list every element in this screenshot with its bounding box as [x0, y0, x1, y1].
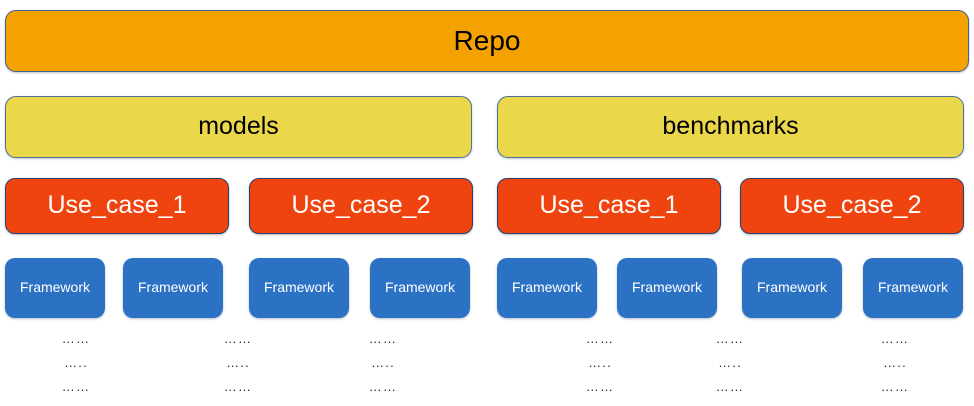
node-framework-4[interactable]: Framework: [370, 258, 470, 318]
ellipsis-line: …..: [371, 355, 395, 370]
ellipsis-line: ……: [368, 331, 398, 346]
ellipsis-cluster-3: …… ….. ……: [347, 332, 419, 404]
node-framework-6[interactable]: Framework: [617, 258, 717, 318]
node-section-benchmarks[interactable]: benchmarks: [497, 96, 964, 158]
ellipsis-line: …..: [588, 355, 612, 370]
ellipsis-line: ……: [61, 379, 91, 394]
ellipsis-line: ……: [880, 379, 910, 394]
node-repo[interactable]: Repo: [5, 10, 969, 72]
ellipsis-cluster-1: …… ….. ……: [40, 332, 112, 404]
node-usecase-benchmarks-2[interactable]: Use_case_2: [740, 178, 964, 234]
ellipsis-line: ……: [880, 331, 910, 346]
ellipsis-cluster-2: …… ….. ……: [202, 332, 274, 404]
ellipsis-line: …..: [64, 355, 88, 370]
ellipsis-line: ……: [715, 331, 745, 346]
ellipsis-line: ……: [585, 331, 615, 346]
ellipsis-line: …..: [883, 355, 907, 370]
node-framework-5[interactable]: Framework: [497, 258, 597, 318]
node-framework-2[interactable]: Framework: [123, 258, 223, 318]
ellipsis-line: ……: [368, 379, 398, 394]
ellipsis-cluster-5: …… ….. ……: [694, 332, 766, 404]
ellipsis-line: ……: [223, 331, 253, 346]
node-framework-8[interactable]: Framework: [863, 258, 963, 318]
node-framework-7[interactable]: Framework: [742, 258, 842, 318]
node-usecase-models-2[interactable]: Use_case_2: [249, 178, 473, 234]
node-section-models[interactable]: models: [5, 96, 472, 158]
ellipsis-line: ……: [61, 331, 91, 346]
ellipsis-cluster-4: …… ….. ……: [564, 332, 636, 404]
ellipsis-line: ……: [585, 379, 615, 394]
node-usecase-models-1[interactable]: Use_case_1: [5, 178, 229, 234]
ellipsis-line: ……: [223, 379, 253, 394]
node-framework-3[interactable]: Framework: [249, 258, 349, 318]
node-usecase-benchmarks-1[interactable]: Use_case_1: [497, 178, 721, 234]
ellipsis-cluster-6: …… ….. ……: [859, 332, 931, 404]
ellipsis-line: …..: [718, 355, 742, 370]
ellipsis-line: ……: [715, 379, 745, 394]
ellipsis-line: …..: [226, 355, 250, 370]
node-framework-1[interactable]: Framework: [5, 258, 105, 318]
